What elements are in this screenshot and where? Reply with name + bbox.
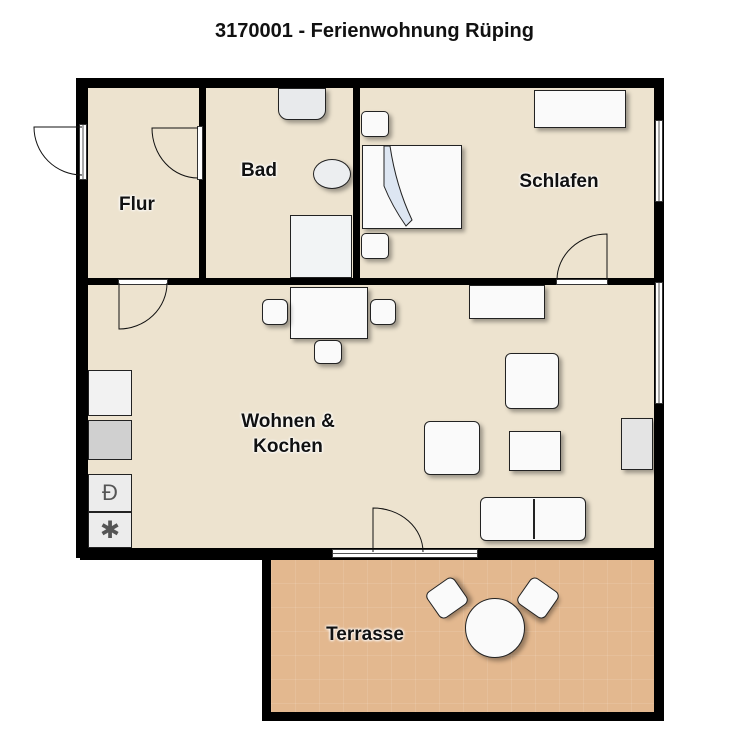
room-label-flur: Flur [119,194,155,215]
armchair-left [424,421,480,475]
stove [88,420,132,460]
fridge: ✱ [88,512,132,548]
wall-middle [86,278,656,285]
nightstand-bottom [361,233,389,259]
wall-terrace-left [262,558,271,720]
shower-tray [290,215,352,278]
bad-door-swing [151,127,199,179]
double-bed [362,145,462,229]
dishwasher-icon: Ð [102,480,118,505]
bed-blanket [383,145,413,227]
fridge-icon: ✱ [99,517,121,544]
armchair-top [505,353,559,409]
dishwasher: Ð [88,474,132,512]
dining-table [290,287,368,339]
schlafen-door-swing [556,233,608,281]
dining-chair-bottom [314,340,342,364]
kitchen-sink [88,370,132,416]
washbasin [278,88,326,120]
terrace-door-frame [332,549,478,558]
wardrobe [534,90,626,128]
round-table [465,598,525,658]
wall-bad-schlafen [353,88,360,280]
wall-left [76,78,88,558]
plan-title: 3170001 - Ferienwohnung Rüping [215,20,534,42]
wohnen-window [655,282,663,404]
dining-chair-right [370,299,396,325]
wall-flur-bad [199,88,206,280]
room-label-terrasse: Terrasse [326,624,404,645]
nightstand-top [361,111,389,137]
tv-stand [621,418,653,470]
wall-terrace-right [654,558,664,720]
dining-chair-left [262,299,288,325]
room-label-wohnen-line2: Kochen [253,436,323,457]
room-label-bad: Bad [241,160,277,181]
wall-terrace-bottom [262,712,664,721]
entrance-door-swing [33,126,83,176]
schlafen-window [655,120,663,202]
room-label-wohnen-line1: Wohnen & [241,411,335,432]
terrace-door-swing [372,507,424,553]
sofa-divider [533,499,535,539]
flur-bad-door-frame [197,126,203,180]
schlafen-door-frame [556,279,608,285]
floor-terrasse [271,560,654,712]
room-label-schlafen: Schlafen [519,171,599,192]
coffee-table [509,431,561,471]
flur-wohnen-door-frame [118,279,168,285]
wall-top [78,78,662,88]
toilet [313,159,351,189]
entrance-door-frame [79,124,87,180]
floor-flur [88,88,200,278]
sideboard [469,285,545,319]
flur-wohnen-door-swing [118,282,168,330]
